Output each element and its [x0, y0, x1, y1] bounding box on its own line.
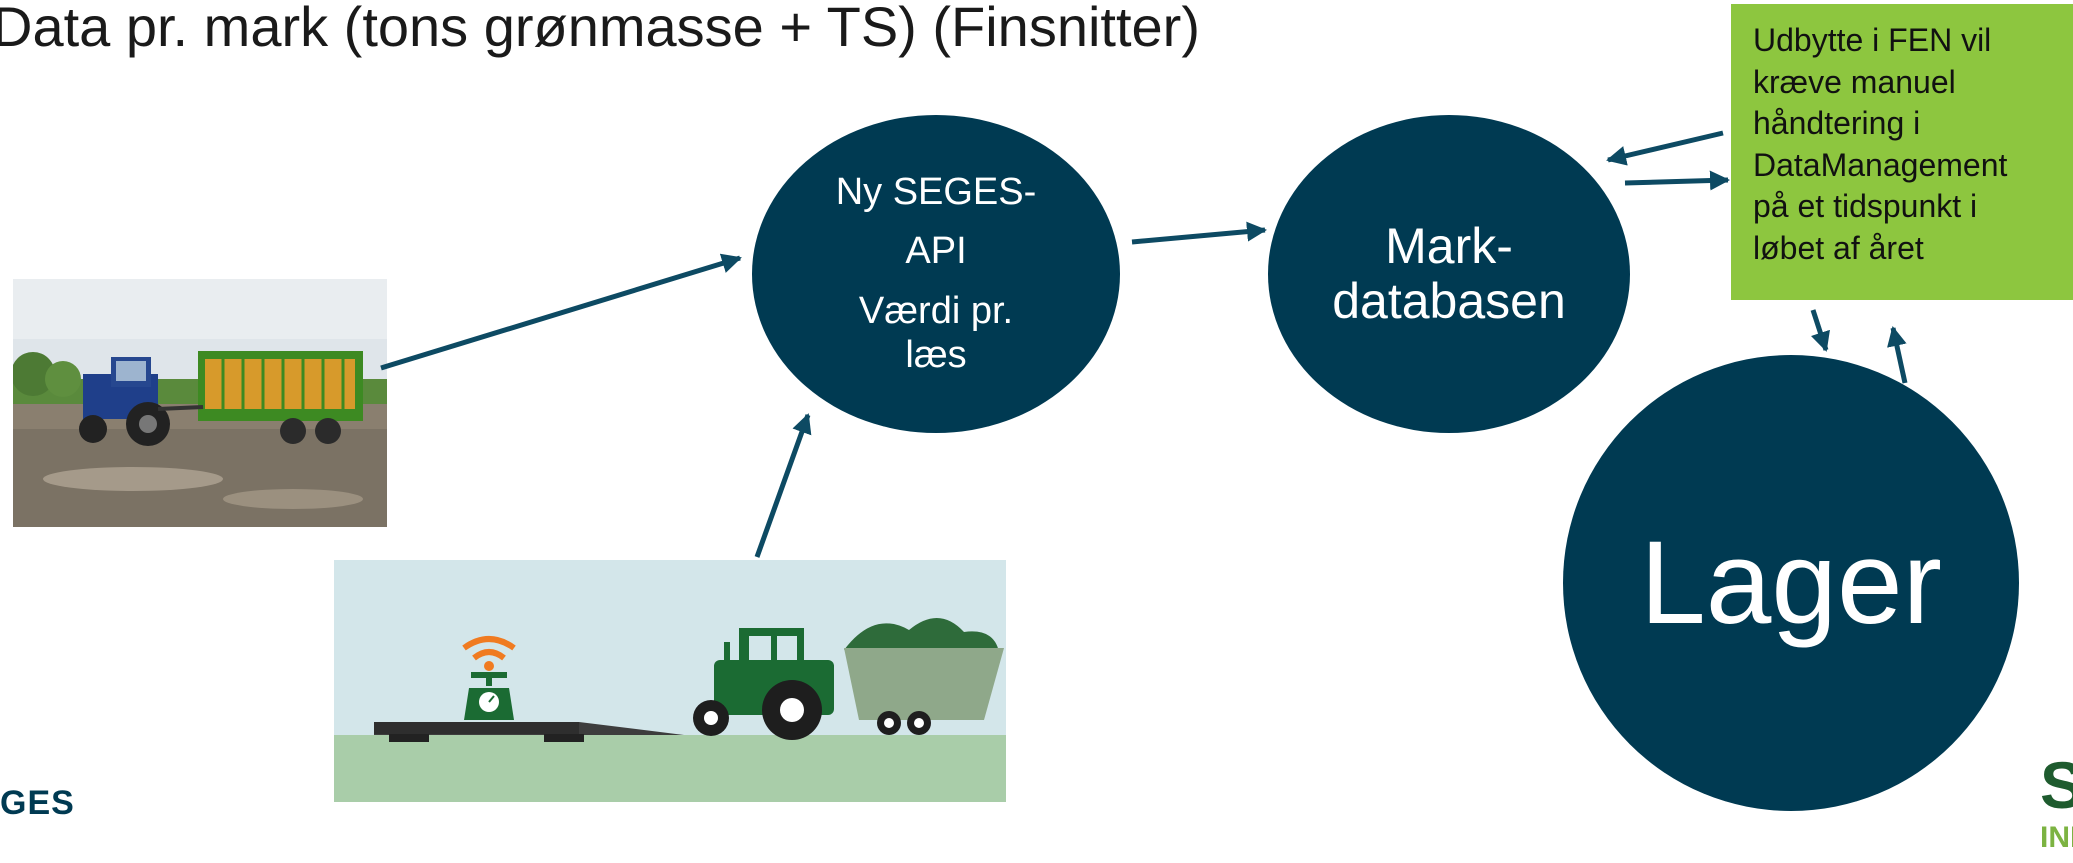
storage-node: Lager — [1563, 355, 2019, 811]
logo-right-line1: SE — [2040, 748, 2073, 822]
slide-title: Data pr. mark (tons grønmasse + TS) (Fin… — [0, 0, 1200, 58]
api-line4: læs — [905, 333, 967, 376]
arrow-illustration-to-api — [754, 413, 812, 558]
api-line2: API — [905, 230, 967, 273]
api-line3: Værdi pr. — [858, 290, 1014, 332]
weighbridge-illustration — [334, 560, 1006, 802]
note-line: på et tidspunkt i — [1753, 188, 1978, 225]
seges-logo-right: SE INN — [2040, 752, 2073, 857]
arrow-api-to-database — [1131, 221, 1267, 245]
arrow-photo-to-api — [380, 253, 742, 371]
db-line2: databasen — [1332, 273, 1566, 329]
arrow-storage-to-note — [1887, 326, 1908, 384]
arrow-note-to-storage — [1810, 309, 1830, 352]
logo-right-line2: INN — [2040, 821, 2073, 854]
arrow-note-to-database — [1606, 130, 1724, 166]
note-line: håndtering i — [1753, 105, 1921, 142]
seges-logo-left: GES — [0, 784, 75, 822]
storage-label: Lager — [1640, 517, 1942, 649]
note-line: DataManagement — [1753, 146, 2008, 183]
arrow-database-to-note — [1624, 170, 1730, 191]
tractor-photo — [13, 279, 387, 527]
note-line: løbet af året — [1753, 229, 1924, 266]
note-line: Udbytte i FEN vil — [1753, 22, 1992, 58]
api-line1: Ny SEGES- — [835, 170, 1037, 213]
mark-database-node: Mark- databasen — [1268, 115, 1630, 433]
db-line1: Mark- — [1385, 218, 1513, 274]
fen-yield-note: Udbytte i FEN vil kræve manuel håndterin… — [1731, 4, 2073, 300]
seges-api-node: Ny SEGES- API Værdi pr. læs — [752, 115, 1120, 433]
note-line: kræve manuel — [1753, 63, 1956, 100]
